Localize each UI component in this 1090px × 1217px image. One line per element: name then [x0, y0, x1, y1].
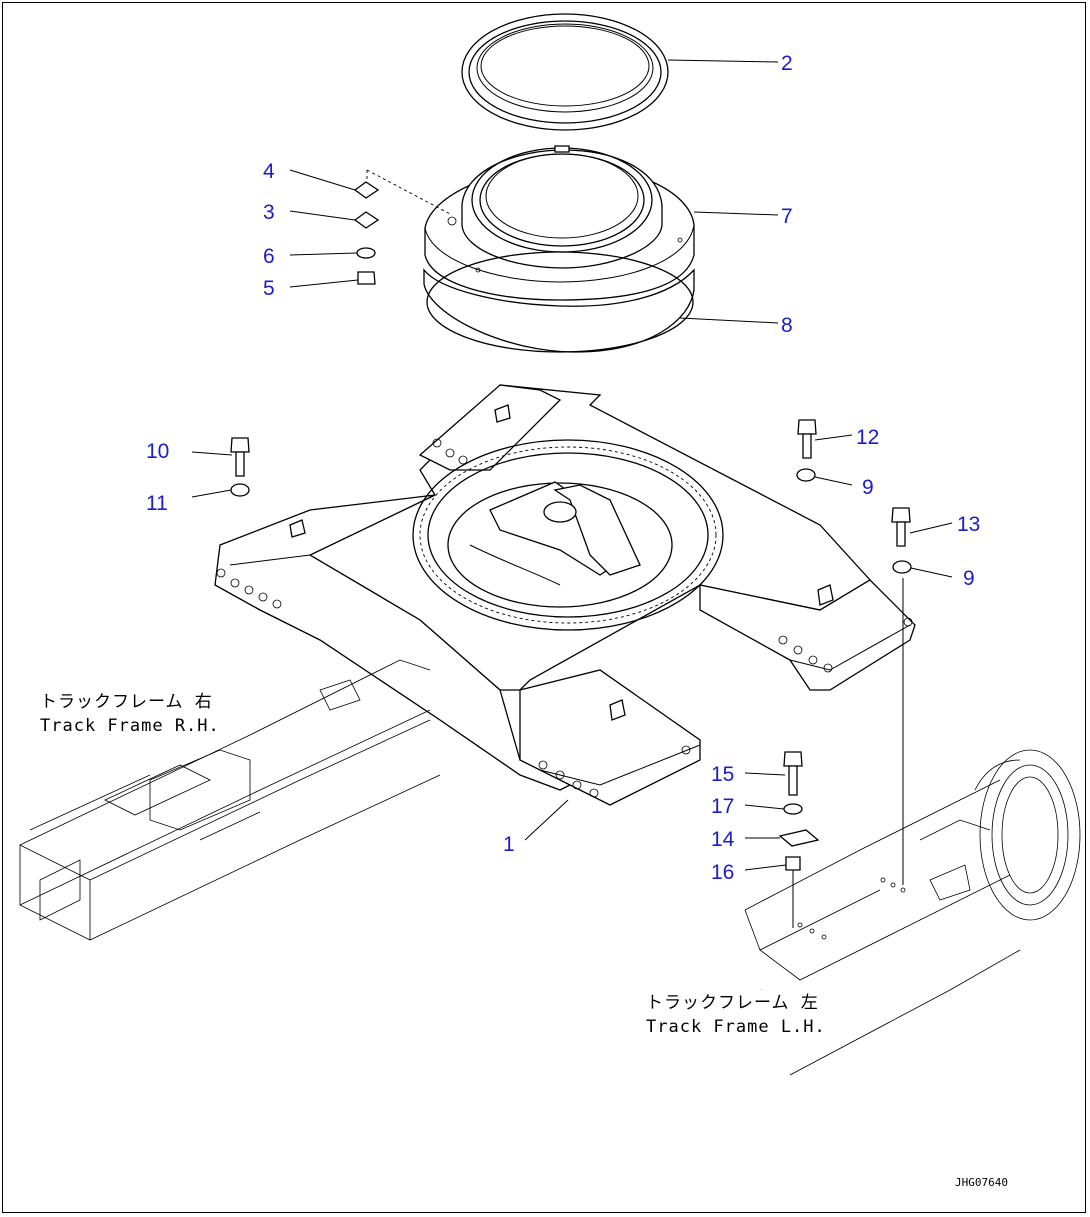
callout-4: 4 [263, 160, 275, 183]
callout-12: 12 [856, 426, 879, 449]
callout-10: 10 [146, 440, 169, 463]
frame-notes: トラックフレーム 右 Track Frame R.H. トラックフレーム 左 T… [34, 690, 840, 1038]
callout-5: 5 [263, 277, 275, 300]
parts-4-3-6-5-stack [353, 169, 453, 285]
parts-10-11-bolt-washer [230, 437, 250, 497]
callout-14: 14 [711, 828, 735, 851]
callout-17: 17 [711, 795, 734, 818]
part-7-bearing-housing [423, 145, 695, 353]
parts-15-17-14-16-stack [778, 751, 820, 928]
callout-labels: 2 4 3 6 5 7 8 10 11 12 9 13 9 15 17 14 1… [146, 52, 980, 884]
note-track-frame-rh-jp: トラックフレーム 右 [40, 692, 213, 712]
callout-9-a: 9 [862, 476, 874, 499]
part-2-seal-ring [461, 13, 669, 131]
callout-7: 7 [781, 205, 793, 228]
leader-lines [191, 59, 953, 871]
callout-9-b: 9 [963, 567, 975, 590]
callout-16: 16 [711, 861, 734, 884]
parts-12-9-bolt-washer [796, 419, 817, 482]
callout-2: 2 [781, 52, 793, 75]
callout-15: 15 [711, 763, 734, 786]
part-8-o-ring [426, 251, 694, 353]
callout-3: 3 [263, 201, 275, 224]
callout-8: 8 [781, 314, 793, 337]
track-frame-rh [19, 659, 441, 941]
parts-13-9-bolt-washer [891, 507, 912, 885]
part-1-center-frame [214, 384, 916, 806]
drawing-code: JHG07640 [955, 1176, 1008, 1189]
callout-13: 13 [957, 513, 980, 536]
callout-1: 1 [503, 833, 515, 856]
callout-6: 6 [263, 245, 275, 268]
note-track-frame-lh-jp: トラックフレーム 左 [646, 993, 819, 1013]
callout-11: 11 [146, 492, 168, 515]
note-track-frame-rh-en: Track Frame R.H. [40, 716, 220, 736]
note-track-frame-lh-en: Track Frame L.H. [646, 1017, 826, 1037]
